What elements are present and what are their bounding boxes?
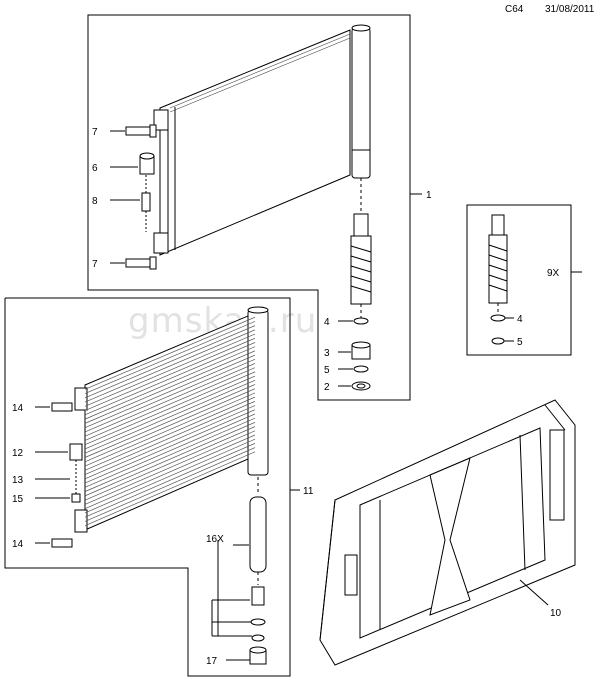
condenser-fin-line (84, 396, 256, 471)
condenser-fin-line (84, 358, 256, 433)
callout-1: 1 (426, 190, 432, 201)
callout-12: 12 (12, 448, 24, 459)
valve-6 (110, 152, 155, 175)
callout-16x: 16X (206, 534, 224, 545)
callout-17: 17 (206, 656, 218, 667)
seal-ring-5 (338, 365, 369, 373)
condenser-fin-line (84, 363, 256, 437)
bolt-7-top (110, 124, 157, 138)
condenser-fin-line (84, 384, 256, 458)
page-date: 31/08/2011 (545, 4, 595, 15)
bolt-14-bottom (35, 538, 73, 548)
callout-14-top: 14 (12, 403, 24, 414)
condenser-fin-line (84, 401, 256, 475)
radiator-upper (153, 24, 371, 256)
sensor-13 (35, 460, 77, 500)
group-11-frame (4, 297, 291, 677)
condenser-fin-line (84, 451, 256, 527)
condenser-fin-line (84, 392, 256, 467)
condenser-fin-line (84, 379, 256, 454)
front-end-carrier-10 (319, 399, 576, 666)
condenser-fin-line (84, 430, 256, 505)
callout-14-bottom: 14 (12, 539, 24, 550)
callout-5: 5 (324, 365, 330, 376)
condenser-fin-line (84, 447, 256, 522)
condenser-fin-line (84, 438, 256, 514)
condenser-fin-line (84, 350, 256, 424)
clip-15 (35, 493, 81, 503)
callout-9x-4: 4 (517, 314, 523, 325)
condenser-fin-line (84, 426, 256, 501)
condenser-fin-line (84, 316, 256, 390)
condenser-fin-line (84, 329, 256, 403)
valve-12 (35, 443, 83, 461)
condenser-fin-line (84, 325, 256, 399)
condenser-fin-line (84, 413, 256, 488)
group-1-frame (87, 14, 411, 401)
condenser-fin-line (84, 346, 256, 420)
condenser-fin-line (84, 367, 256, 441)
bolt-14-top (35, 402, 73, 412)
condenser-fin-line (84, 342, 256, 416)
condenser-fin-line (84, 405, 256, 480)
dryer-cartridge-9x (488, 214, 514, 345)
sensor-8 (110, 175, 151, 232)
condenser-fin-line (84, 333, 256, 407)
callout-6: 6 (92, 163, 98, 174)
callout-7-bottom: 7 (92, 259, 98, 270)
bolt-7-bottom (110, 256, 157, 270)
group-9x-frame (466, 204, 572, 356)
condenser-fin-line (84, 337, 256, 411)
callout-4: 4 (324, 317, 330, 328)
callout-8: 8 (92, 196, 98, 207)
dryer-16x (211, 477, 267, 665)
callout-13: 13 (12, 475, 24, 486)
callout-9x-5: 5 (517, 337, 523, 348)
callout-11: 11 (303, 486, 314, 497)
condenser-fin-line (84, 371, 256, 446)
condenser-fin-line (84, 422, 256, 497)
washer-2 (338, 381, 371, 391)
condenser-fin-line (84, 375, 256, 450)
condenser-fin-line (84, 388, 256, 463)
plug-3 (338, 341, 371, 360)
callout-7-top: 7 (92, 127, 98, 138)
condenser-lower (74, 306, 269, 533)
condenser-fin-line (84, 409, 256, 484)
condenser-fin-line (84, 443, 256, 518)
callout-9x: 9X (547, 268, 560, 279)
callout-10: 10 (550, 608, 562, 619)
dryer-cartridge-upper (350, 178, 372, 318)
page-code: C64 (505, 4, 524, 15)
condenser-fin-line (84, 434, 256, 509)
callout-3: 3 (324, 348, 330, 359)
condenser-fin-line (84, 321, 256, 394)
callout-2: 2 (324, 382, 330, 393)
seal-ring-4 (338, 317, 369, 325)
callout-15: 15 (12, 494, 24, 505)
condenser-fin-line (84, 354, 256, 428)
condenser-fins (84, 316, 256, 527)
condenser-fin-line (84, 417, 256, 492)
